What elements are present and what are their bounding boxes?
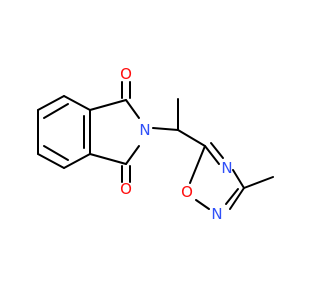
bond-c3-n2 (229, 187, 245, 210)
bond-benzene-3 (37, 153, 65, 169)
bond-n-ch (152, 127, 179, 131)
bond-o1-c5 (189, 145, 206, 184)
bond-c3-methyl (243, 176, 274, 189)
bond-benzene-4 (63, 153, 91, 169)
bond-c5-n4-inner (210, 142, 224, 159)
bond-n2-o1 (195, 199, 210, 210)
bond-benzene-3-inner (43, 145, 69, 161)
bonds (37, 81, 274, 210)
atom-o-bottom: O (120, 180, 132, 198)
atom-o-top: O (120, 65, 132, 83)
bond-c3-n2-inner (225, 188, 239, 205)
bond-benzene-6 (63, 95, 91, 111)
bond-n-co-bottom (125, 145, 140, 165)
bond-ch-oxadiazole (177, 129, 206, 147)
bond-n4-c3 (232, 169, 245, 189)
bond-c5-n4 (204, 145, 220, 165)
atom-n-imide: N (139, 121, 150, 139)
atom-labels: O O N N N O (120, 65, 233, 223)
bond-co-bottom-ring-c (89, 153, 127, 165)
bond-benzene-1-inner (43, 103, 69, 119)
atom-n-oxadiazole-upper: N (221, 159, 232, 177)
molecule-structure-diagram: O O N N N O (0, 0, 300, 300)
bond-ring-c-co-top (89, 99, 127, 111)
atom-n-oxadiazole-lower: N (211, 205, 222, 223)
bond-co-top-n (125, 99, 140, 119)
bond-benzene-1 (37, 95, 65, 111)
canvas-background (0, 0, 300, 300)
atom-o-oxadiazole: O (181, 183, 193, 201)
